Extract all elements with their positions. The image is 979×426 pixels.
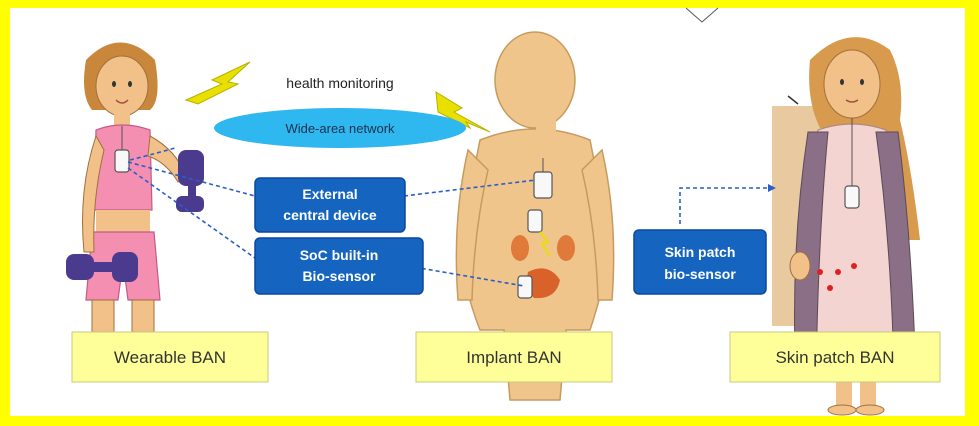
implant-ban-label: Implant BAN	[466, 348, 561, 367]
dumbbell-raised-icon	[176, 150, 204, 212]
skin-patch-ban-caption: Skin patch BAN	[730, 332, 940, 382]
implant-device-bottom	[518, 276, 532, 298]
skin-patch-sensor-dot	[827, 285, 833, 291]
skin-patch-sensor-dot	[851, 263, 857, 269]
external-central-device-line1: External	[302, 186, 357, 202]
implant-ban-caption: Implant BAN	[416, 332, 612, 382]
wearable-ban-caption: Wearable BAN	[72, 332, 268, 382]
external-central-device-line2: central device	[283, 207, 377, 223]
soc-biosensor-line1: SoC built-in	[300, 247, 379, 263]
kidney-right	[557, 235, 575, 261]
skin-patch-ban-label: Skin patch BAN	[775, 348, 894, 367]
skin-patch-sensor-dot	[817, 269, 823, 275]
skin-patch-sensor-dot	[835, 269, 841, 275]
health-monitoring-label: health monitoring	[286, 75, 393, 91]
wide-area-network-label: Wide-area network	[285, 121, 395, 136]
skin-patch-biosensor-box: Skin patch bio-sensor	[634, 230, 766, 294]
kidney-left	[511, 235, 529, 261]
skin-patch-biosensor-line1: Skin patch	[665, 244, 736, 260]
skin-patch-biosensor-line2: bio-sensor	[664, 266, 736, 282]
soc-biosensor-box: SoC built-in Bio-sensor	[255, 238, 423, 294]
wearable-ban-label: Wearable BAN	[114, 348, 226, 367]
external-central-device-box: External central device	[255, 178, 405, 232]
implant-device-middle	[528, 210, 542, 232]
soc-biosensor-line2: Bio-sensor	[302, 268, 376, 284]
implant-device-top	[534, 172, 552, 198]
